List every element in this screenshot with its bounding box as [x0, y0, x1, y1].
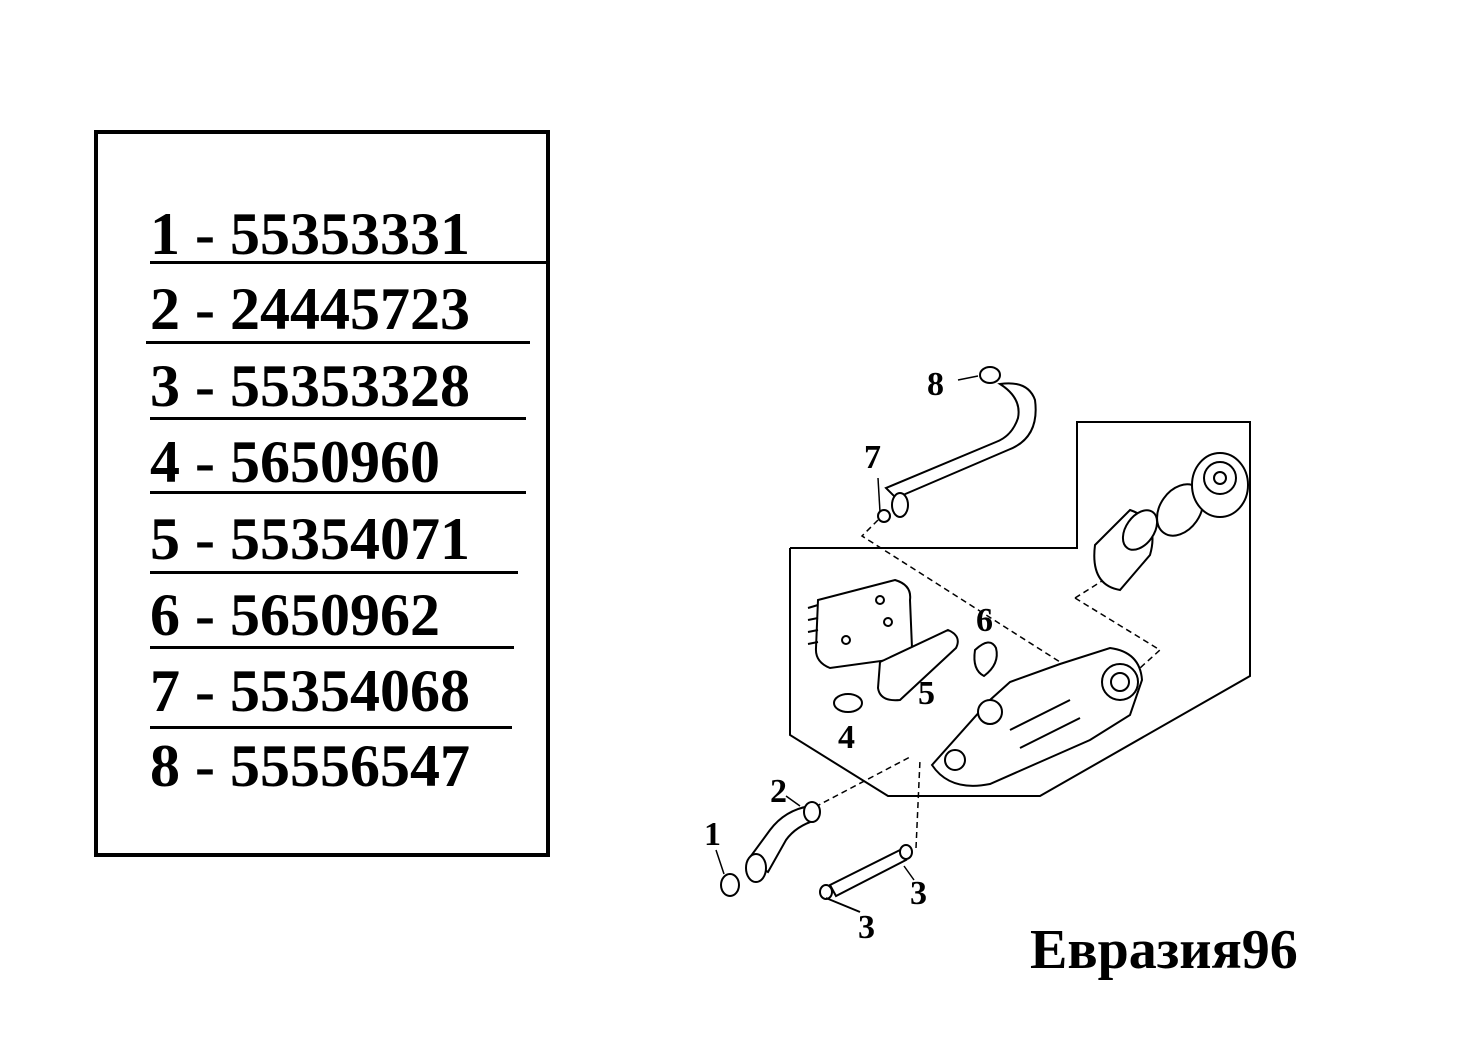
part-4-seal: [833, 693, 863, 713]
part-row-6: 6 - 5650962: [150, 582, 440, 648]
brand-watermark: Евразия96: [1030, 919, 1298, 981]
part-row-2: 2 - 24445723: [150, 276, 470, 342]
part-underline-6: [150, 646, 514, 649]
gaskets: [833, 628, 998, 713]
part-row-8: 8 - 55556547: [150, 733, 470, 799]
part-underline-1: [150, 261, 548, 264]
part-1-ring: [720, 873, 740, 897]
part-underline-7: [150, 726, 512, 729]
part-underline-5: [150, 571, 518, 574]
callout-leaders: [715, 375, 979, 881]
part-underline-3: [150, 417, 526, 420]
part-6-seal: [973, 641, 998, 678]
assembly-outline: [789, 421, 1251, 797]
callout-3-right: 3: [910, 875, 927, 912]
callout-7: 7: [864, 439, 881, 476]
callout-3-lower: 3: [858, 909, 875, 946]
part-3-pipe: [819, 844, 913, 913]
part-8-oring: [979, 366, 1001, 384]
part-underline-2: [146, 341, 530, 344]
oil-cooler: [807, 578, 914, 670]
part-row-3: 3 - 55353328: [150, 353, 470, 419]
part-row-5: 5 - 55354071: [150, 506, 470, 572]
part-5-gasket: [876, 628, 959, 702]
part-2-hose: [720, 801, 821, 897]
callout-5: 5: [918, 675, 935, 712]
part-7-tube: [877, 366, 1037, 523]
parts-list-box: 1 - 55353331 2 - 24445723 3 - 55353328 4…: [94, 130, 550, 857]
part-row-7: 7 - 55354068: [150, 658, 470, 724]
exploded-parts-diagram: 1 2 3 3 4 5 6 7 8: [704, 366, 1251, 946]
part-row-1: 1 - 55353331: [150, 201, 470, 267]
callout-8: 8: [927, 366, 944, 403]
part-row-4: 4 - 5650960: [150, 429, 440, 495]
callout-2: 2: [770, 773, 787, 810]
part-underline-4: [150, 491, 526, 494]
oil-filter-housing: [930, 646, 1144, 787]
callout-6: 6: [976, 602, 993, 639]
oil-filter-group: [1093, 452, 1249, 592]
callout-4: 4: [838, 719, 855, 756]
callout-1: 1: [704, 816, 721, 853]
